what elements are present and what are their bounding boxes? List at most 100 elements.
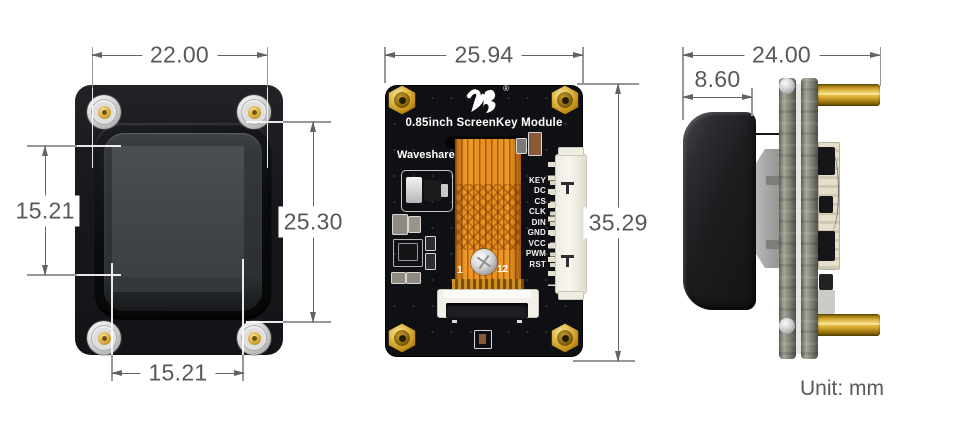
extension-line (246, 321, 283, 323)
connector-post (566, 185, 569, 194)
front-screw-bottom-left (87, 321, 121, 355)
standoff-top-right (551, 85, 579, 115)
extension-line (242, 355, 244, 381)
tactile-switch-bracket (406, 177, 422, 203)
smd-capacitor (392, 214, 408, 235)
extension-line (682, 47, 684, 120)
connector-post (561, 182, 574, 185)
pin-label: CLK (528, 207, 546, 217)
extension-line (91, 47, 93, 88)
side-standoff-top (818, 84, 880, 106)
mechanism-ridge (766, 240, 782, 249)
pin-label: VCC (528, 238, 546, 248)
smd-capacitor (408, 216, 421, 233)
smd-component (516, 138, 527, 154)
connector-post (561, 255, 574, 258)
dimension-label: 15.21 (140, 359, 216, 387)
side-pcb-gap (796, 84, 801, 354)
extension-line (242, 259, 244, 355)
extension-line (582, 47, 584, 83)
extension-line (246, 121, 283, 123)
extension-line (384, 47, 386, 83)
side-connector-pin-block (817, 147, 835, 175)
extension-line (77, 145, 121, 147)
dimension-front-width: 22.00 (91, 41, 268, 69)
extension-line (573, 360, 635, 362)
side-pin (750, 133, 792, 135)
pin-label: DC (534, 186, 546, 196)
extension-line (283, 121, 331, 123)
smd-resistor (425, 236, 436, 251)
pin-label: CS (534, 196, 546, 206)
side-screw-bottom (779, 318, 795, 334)
side-standoff-bottom (818, 314, 880, 336)
smd-capacitor (391, 272, 406, 284)
fpc-connector-lip (443, 290, 531, 298)
side-pcb-edge (801, 78, 818, 359)
fpc-screw (471, 249, 497, 275)
dimension-display-height: 15.21 (10, 145, 80, 276)
smd-component (528, 132, 542, 156)
side-screw-top (779, 78, 795, 94)
mechanism-ridge (766, 176, 782, 185)
connector-post (566, 258, 569, 267)
unit-label: Unit: mm (800, 377, 884, 400)
extension-line (27, 145, 77, 147)
extension-line (879, 47, 882, 86)
pin-label-column: KEY DC CS CLK DIN GND VCC PWM RST (500, 176, 546, 270)
dimension-label: 15.21 (10, 195, 80, 226)
pin-label: GND (527, 228, 546, 238)
side-pcb-edge (779, 78, 796, 359)
dimension-pcb-height: 35.29 (583, 83, 653, 362)
smd-ic (398, 243, 418, 261)
fpc-pin1-label: 1 (457, 265, 463, 276)
dimension-label: 24.00 (743, 41, 820, 69)
extension-line (751, 88, 753, 116)
extension-line (283, 321, 331, 323)
dimension-side-depth: 24.00 (682, 41, 881, 69)
pin-label: RST (529, 259, 546, 269)
header-connector (555, 154, 587, 294)
dimension-cap-depth: 8.60 (682, 66, 753, 100)
fpc-gold-fingers (452, 279, 524, 291)
connector-latch-wire (824, 150, 839, 232)
extension-line (266, 47, 268, 88)
dimension-pcb-width: 25.94 (384, 41, 584, 69)
extension-line (577, 83, 639, 85)
dimension-label: 25.94 (446, 41, 522, 69)
extension-line (27, 274, 77, 276)
brand-silkscreen: Waveshare (397, 149, 455, 161)
dimension-label: 35.29 (583, 207, 653, 238)
dimension-label: 25.30 (278, 206, 348, 238)
extension-line (91, 88, 93, 168)
standoff-top-left (388, 85, 416, 115)
smd-resistor (425, 253, 436, 270)
connector-top-flange (558, 147, 584, 156)
side-connector-pin-block (819, 196, 833, 213)
pin-label: PWM (525, 249, 546, 259)
extension-line (111, 355, 113, 381)
connector-bottom-flange (558, 291, 584, 300)
fpc-crosshatch (455, 184, 521, 250)
standoff-bottom-left (388, 323, 416, 353)
pcb-title: 0.85inch ScreenKey Module (405, 117, 563, 129)
extension-line (111, 263, 113, 355)
front-display-band (112, 277, 244, 292)
smd-capacitor (406, 272, 421, 284)
side-connector-pin-block (817, 231, 835, 261)
waveshare-logo-icon: ® (461, 84, 509, 115)
connector-pins (548, 162, 555, 286)
front-display-area (112, 146, 244, 277)
silkscreen-mark (452, 320, 457, 323)
extension-line (266, 88, 268, 168)
fpc-pin12-label: 12 (497, 264, 509, 275)
dimension-display-width: 15.21 (111, 359, 245, 387)
tactile-switch-body (424, 180, 442, 201)
button-silkscreen-outline (401, 170, 453, 212)
pin-label: KEY (528, 176, 546, 185)
silkscreen-mark (517, 320, 522, 323)
dimension-front-height: 25.30 (278, 121, 348, 323)
pin-label: DIN (531, 217, 546, 227)
registered-mark: ® (503, 84, 509, 93)
